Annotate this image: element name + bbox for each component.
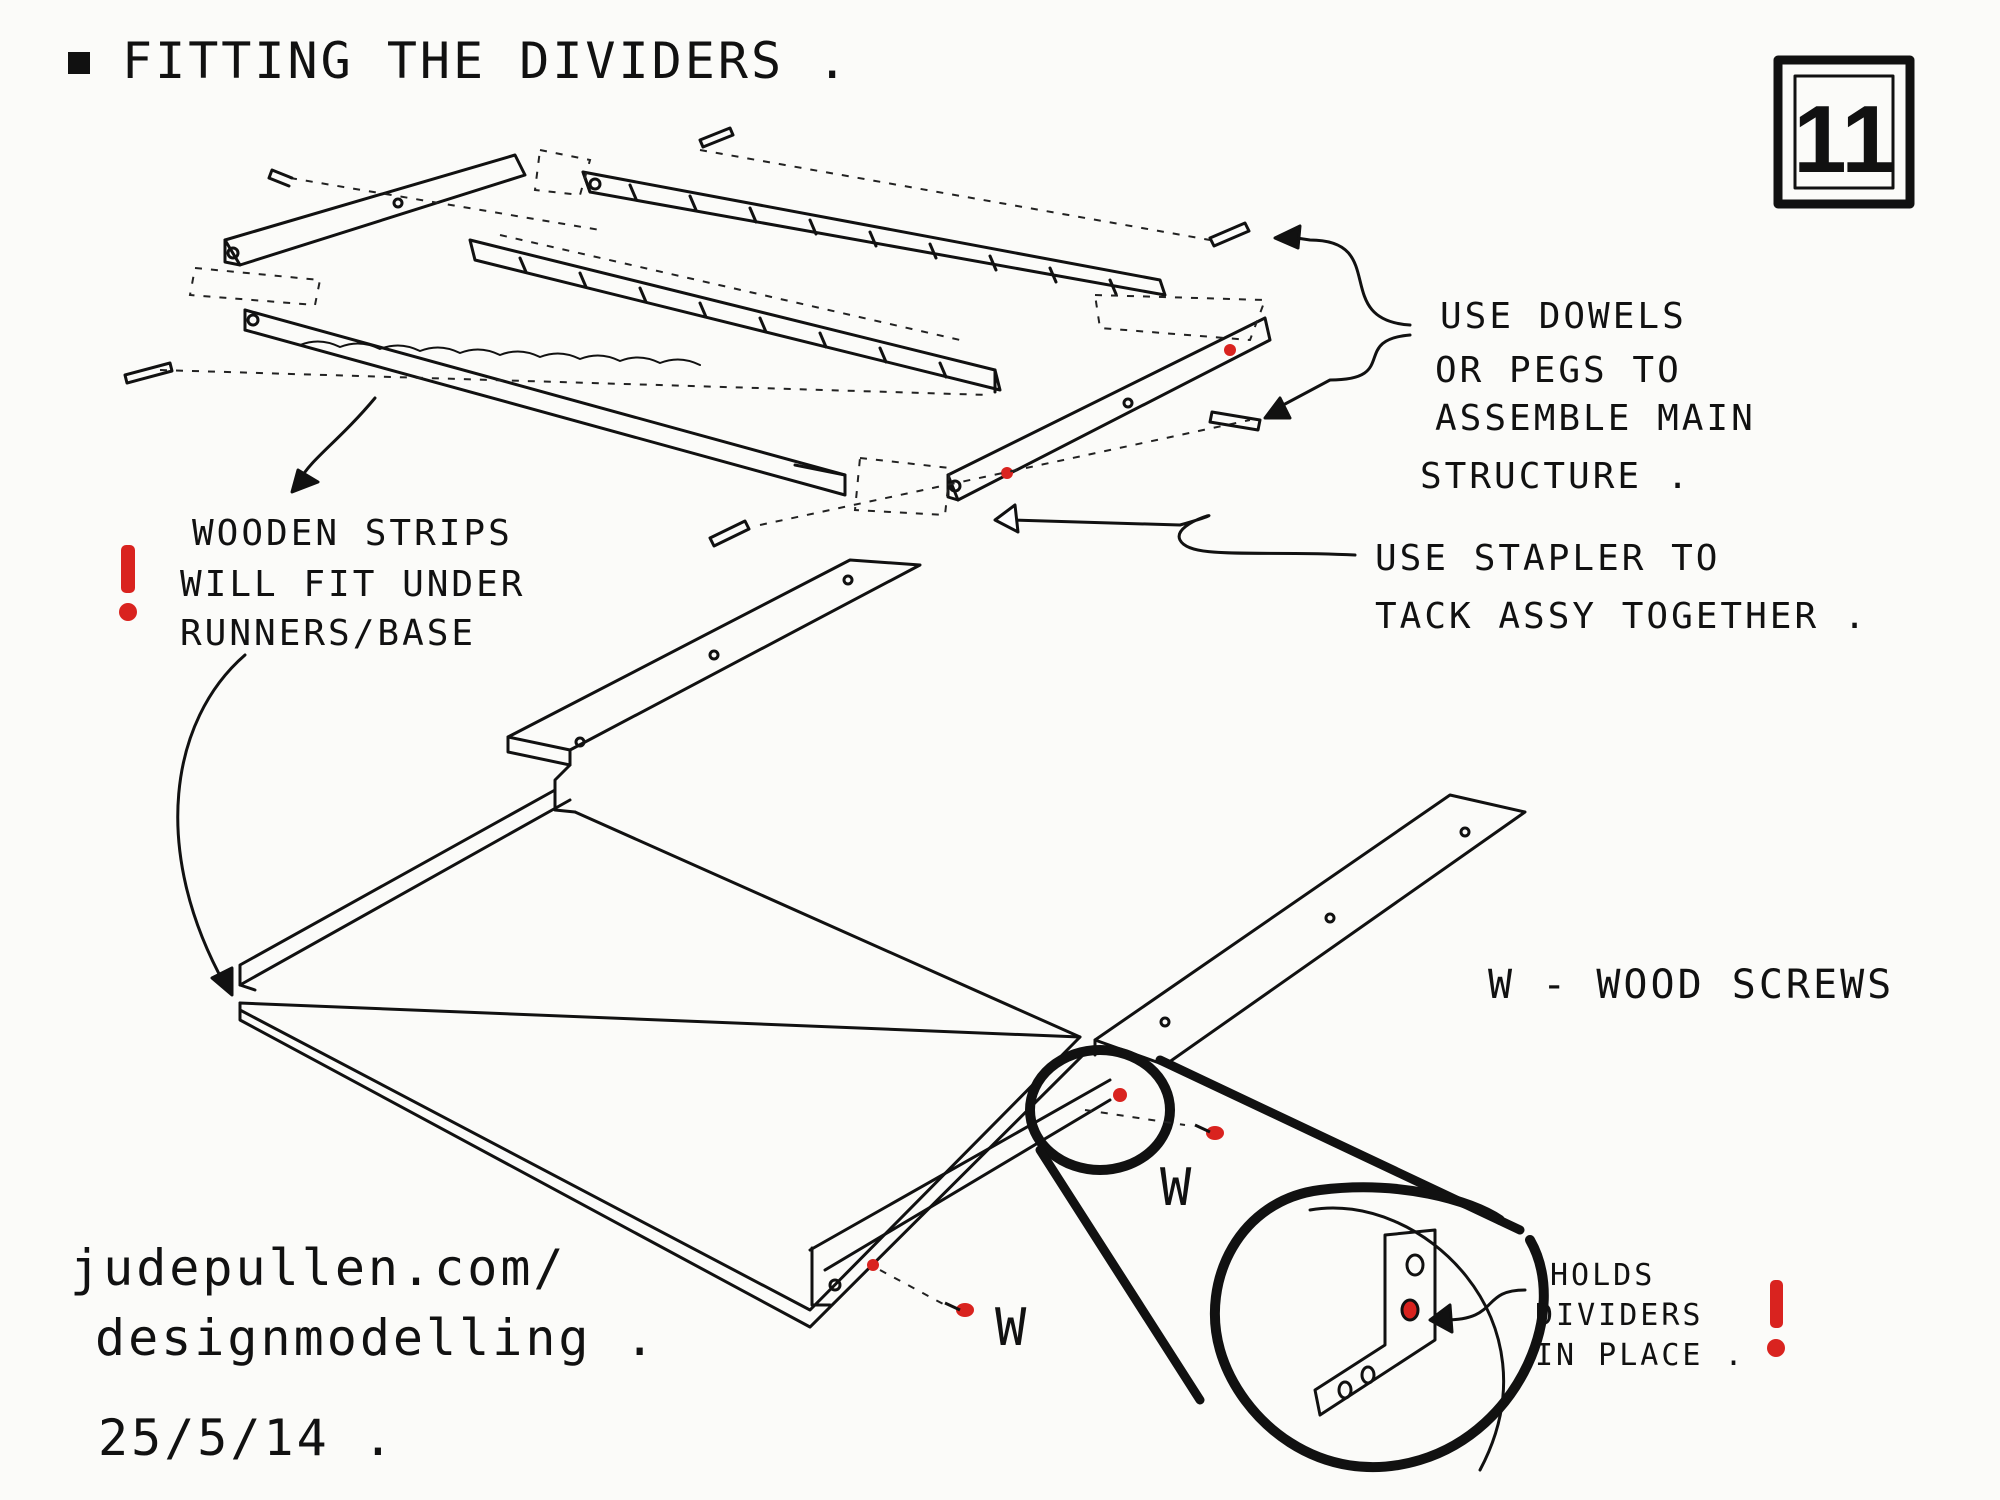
- frame-rail-slotted-top: [581, 170, 1167, 297]
- screw-axis: [1084, 1109, 1186, 1126]
- exploded-frame-assembly: [123, 126, 1272, 548]
- svg-text:WOODEN STRIPS: WOODEN STRIPS: [192, 513, 513, 554]
- sketch-date: 25/5/14 .: [98, 1409, 396, 1467]
- svg-text:judepullen.com/: judepullen.com/: [70, 1239, 567, 1297]
- sheet-title: FITTING THE DIVIDERS .: [122, 32, 850, 90]
- detail-circle: [1209, 1182, 1549, 1473]
- joint-guide: [188, 266, 322, 307]
- svg-text:USE STAPLER TO: USE STAPLER TO: [1375, 538, 1720, 579]
- frame-strut-right: [946, 316, 1272, 502]
- base-assembly: [238, 558, 1527, 1329]
- l-bracket: [1313, 1228, 1437, 1417]
- detail-magnifier: [1025, 1045, 1549, 1473]
- warning-mark: [1767, 1280, 1785, 1357]
- svg-text:ASSEMBLE MAIN: ASSEMBLE MAIN: [1435, 398, 1756, 439]
- dowel: [708, 519, 751, 548]
- dowel-axis: [759, 419, 1251, 526]
- screw-axis: [879, 1269, 946, 1306]
- title-bullet: [68, 52, 90, 74]
- dowel: [698, 126, 735, 149]
- leader-arrow-dowels: [1263, 224, 1412, 420]
- note-wood-screws: W - WOOD SCREWS: [1488, 962, 1894, 1008]
- warning-mark: [119, 545, 137, 621]
- svg-text:WILL FIT UNDER: WILL FIT UNDER: [180, 564, 525, 605]
- leader-arrow-stapler: [993, 503, 1357, 557]
- dowel: [267, 168, 294, 188]
- note-stapler: USE STAPLER TO TACK ASSY TOGETHER .: [1375, 538, 1868, 637]
- wood-screw: [944, 1301, 974, 1317]
- runner-strip-far: [238, 558, 922, 992]
- credit: judepullen.com/ designmodelling .: [70, 1239, 658, 1367]
- svg-text:IN PLACE .: IN PLACE .: [1535, 1338, 1746, 1373]
- dowel: [1208, 410, 1262, 432]
- dowel: [123, 361, 174, 385]
- joint-guide: [1093, 293, 1267, 342]
- dowel-axis: [289, 177, 601, 231]
- joint-guide: [533, 148, 592, 197]
- frame-rail-bottom: [243, 308, 847, 497]
- dowel: [1208, 221, 1251, 248]
- note-dowels: USE DOWELS OR PEGS TO ASSEMBLE MAIN STRU…: [1420, 296, 1756, 497]
- svg-text:STRUCTURE .: STRUCTURE .: [1420, 456, 1691, 497]
- svg-text:USE DOWELS: USE DOWELS: [1440, 296, 1687, 337]
- step-number: 11: [1793, 86, 1894, 193]
- runner-strip-near: [808, 793, 1527, 1307]
- leader-arrow-strips: [176, 396, 377, 997]
- svg-text:RUNNERS/BASE: RUNNERS/BASE: [180, 613, 476, 654]
- svg-text:HOLDS: HOLDS: [1550, 1258, 1655, 1293]
- frame-strut-left: [223, 153, 527, 267]
- step-number-box: 11: [1773, 55, 1915, 209]
- frame-rail-slotted-middle: [468, 238, 1002, 394]
- screw-label: W: [995, 1298, 1029, 1358]
- leader-arrow-bracket: [1428, 1288, 1527, 1334]
- wood-screw: [1194, 1123, 1224, 1140]
- joint-guide: [853, 456, 952, 517]
- svg-text:designmodelling .: designmodelling .: [95, 1309, 658, 1367]
- svg-text:DIVIDERS: DIVIDERS: [1535, 1298, 1704, 1333]
- svg-text:OR PEGS TO: OR PEGS TO: [1435, 350, 1682, 391]
- dowel-axis: [699, 149, 1211, 241]
- note-holds-dividers: HOLDS DIVIDERS IN PLACE .: [1535, 1258, 1746, 1373]
- dowel-axis: [159, 369, 991, 396]
- svg-text:TACK ASSY TOGETHER .: TACK ASSY TOGETHER .: [1375, 596, 1868, 637]
- screw-label: W: [1160, 1158, 1194, 1218]
- detail-source-circle: [1025, 1045, 1175, 1175]
- note-wooden-strips: WOODEN STRIPS WILL FIT UNDER RUNNERS/BAS…: [180, 513, 525, 654]
